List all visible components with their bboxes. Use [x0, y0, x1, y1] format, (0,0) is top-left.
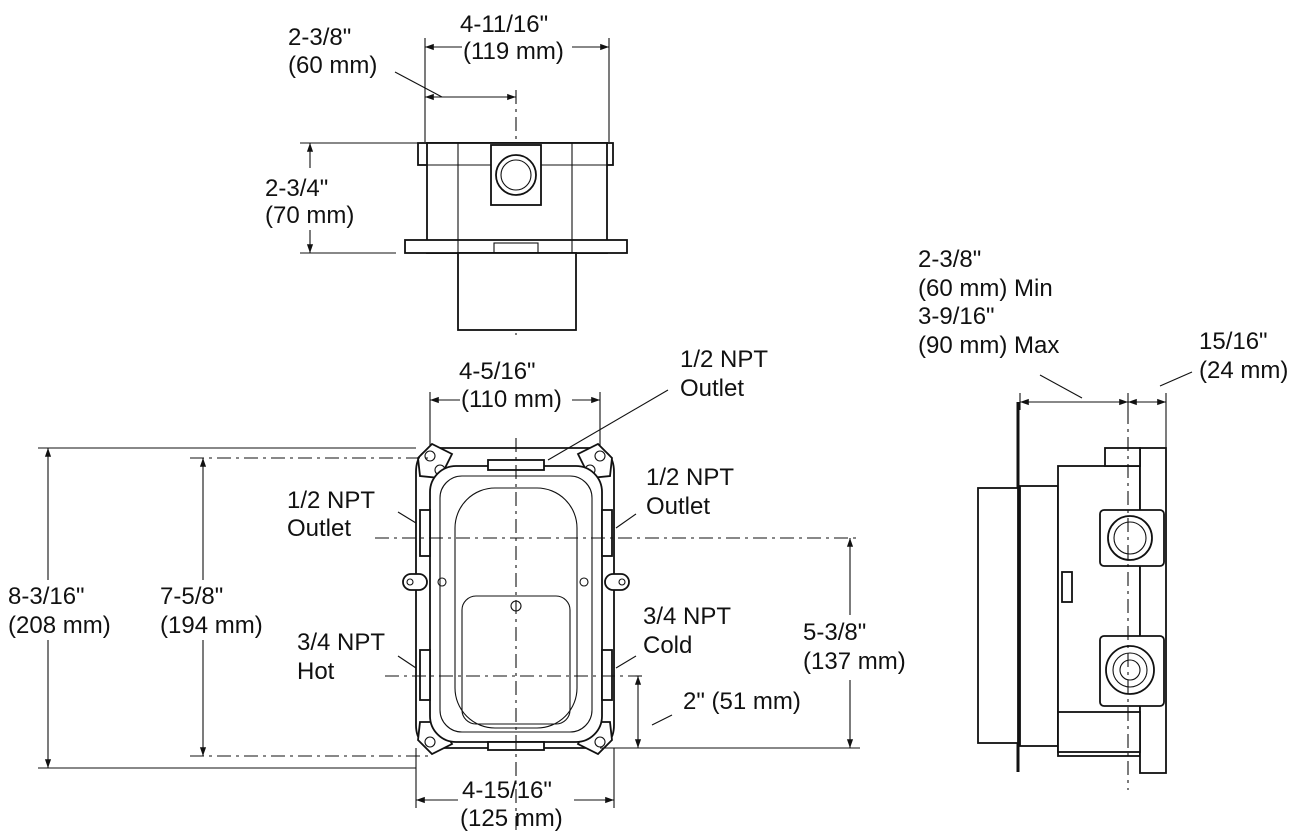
side-view [977, 371, 1193, 790]
outlet-spacing-mm: (137 mm) [803, 647, 906, 676]
left-outlet-label-2: Outlet [287, 515, 352, 542]
front-inner-width-mm: (110 mm) [461, 385, 562, 414]
side-flange-mm: (24 mm) [1199, 357, 1289, 384]
side-max-in: 3-9/16" [918, 303, 995, 330]
cold-inlet-label-2: Cold [643, 632, 693, 659]
top-outlet-label-2: Outlet [680, 375, 745, 402]
bottom-width-in: 4-15/16" [462, 777, 552, 804]
top-offset-mm: (60 mm) [288, 52, 378, 79]
outlet-spacing-in: 5-3/8" [803, 618, 867, 647]
top-width-in: 4-11/16" [460, 11, 549, 38]
side-max-mm: (90 mm) Max [918, 332, 1060, 359]
right-outlet-label-1: 1/2 NPT [646, 464, 735, 491]
top-width-mm: (119 mm) [463, 37, 564, 66]
hot-inlet-label-2: Hot [297, 658, 335, 685]
top-height-mm: (70 mm) [265, 202, 355, 229]
right-outlet-label-2: Outlet [646, 493, 711, 520]
inlet-height: 2" (51 mm) [683, 688, 801, 715]
mount-height-in: 7-5/8" [160, 582, 224, 611]
mount-height-mm: (194 mm) [160, 611, 263, 640]
left-outlet-label-1: 1/2 NPT [287, 487, 376, 514]
hot-inlet-label-1: 3/4 NPT [297, 629, 386, 656]
cold-inlet-label-1: 3/4 NPT [643, 603, 732, 630]
side-min-in: 2-3/8" [918, 246, 982, 273]
total-height-mm: (208 mm) [8, 611, 111, 640]
total-height-in: 8-3/16" [8, 582, 85, 611]
side-flange-in: 15/16" [1199, 328, 1268, 355]
top-view [300, 38, 628, 335]
top-offset-in: 2-3/8" [288, 24, 352, 51]
front-inner-width-in: 4-5/16" [459, 358, 536, 385]
front-view [38, 389, 860, 830]
bottom-width-mm: (125 mm) [460, 805, 563, 832]
top-outlet-label-1: 1/2 NPT [680, 346, 769, 373]
top-height-in: 2-3/4" [265, 175, 329, 202]
side-min-mm: (60 mm) Min [918, 275, 1053, 302]
